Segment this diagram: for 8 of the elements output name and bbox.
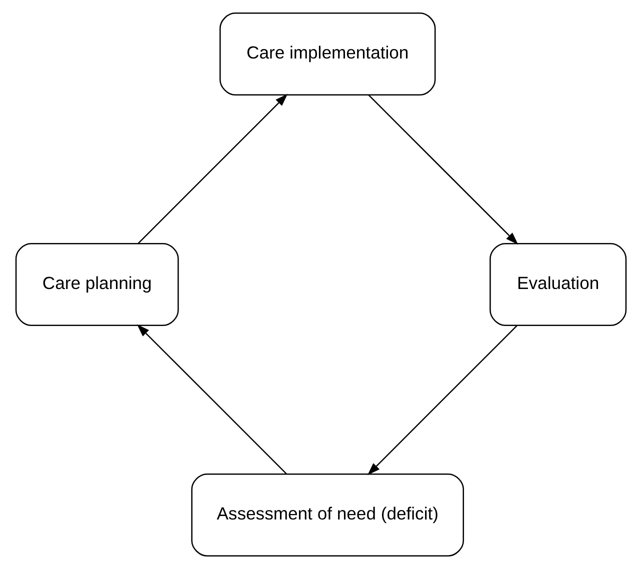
arrow [136,324,286,474]
node-box: Evaluation [489,243,626,326]
node-box: Care planning [14,243,178,326]
arrow [367,325,517,476]
arrow [137,94,288,244]
arrow [368,94,518,245]
node-box: Care implementation [219,12,436,96]
node-box: Assessment of need (deficit) [190,474,464,556]
